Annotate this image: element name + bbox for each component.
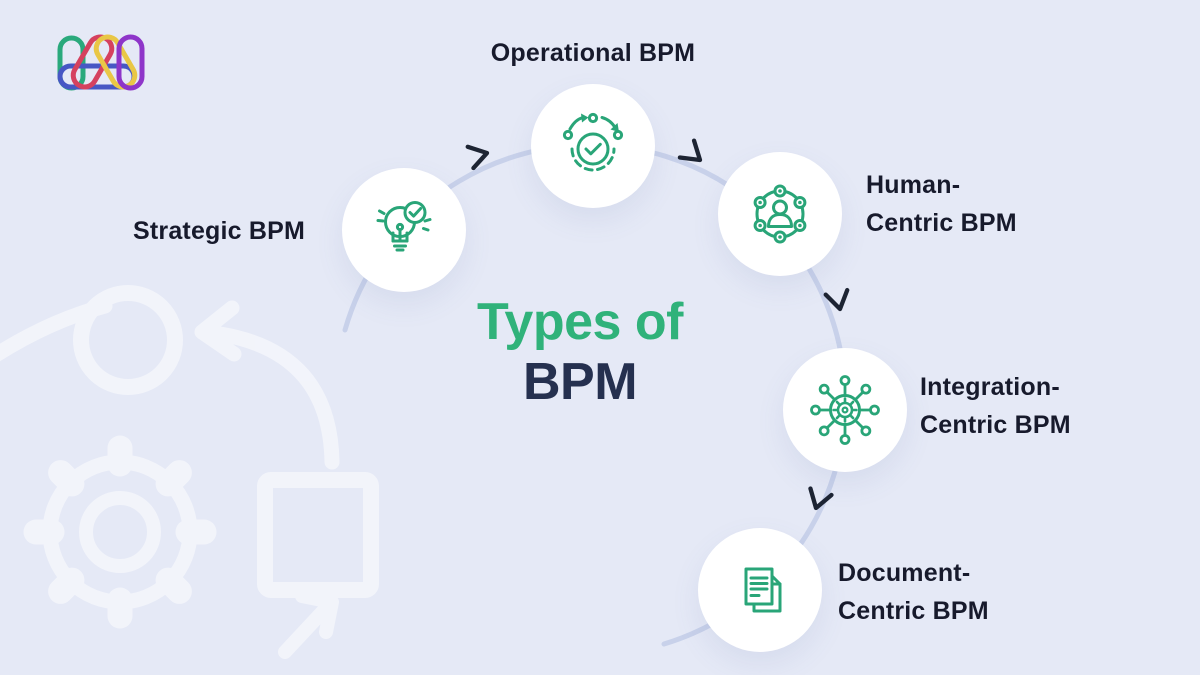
arrow-chevron-integration-document [808, 486, 834, 511]
node-label-line: Document- [838, 559, 971, 587]
infographic-title: Types of BPM [380, 292, 780, 412]
node-label-human-centric: Human- Centric BPM [866, 166, 1017, 242]
node-label-line: Centric BPM [920, 411, 1071, 439]
gear-hub-icon [810, 375, 880, 445]
node-document-centric-bpm [698, 528, 822, 652]
gear-check-icon [562, 112, 624, 172]
brand-logo [57, 34, 145, 91]
watermark-square [257, 472, 379, 598]
person-network-icon [753, 184, 807, 244]
node-label-line: Integration- [920, 373, 1060, 401]
node-label-line: Centric BPM [838, 597, 989, 625]
node-label-line: Operational BPM [490, 39, 696, 67]
node-label-line: Human- [866, 171, 961, 199]
lightbulb-check-icon [376, 201, 432, 252]
watermark-gear-icon [23, 435, 217, 629]
node-label-line: Strategic BPM [133, 217, 306, 245]
watermark-arrow-icon [278, 589, 339, 659]
watermark-curved-arrow-icon [0, 298, 340, 470]
node-label-line: Centric BPM [866, 209, 1017, 237]
title-line-2: BPM [522, 353, 638, 411]
arrow-chevron-operational-human [677, 138, 703, 163]
node-label-integration-centric: Integration- Centric BPM [920, 368, 1071, 444]
node-human-centric-bpm [718, 152, 842, 276]
watermark-ring [73, 285, 183, 395]
arrow-chevron-strategic-operational [465, 144, 490, 171]
arrow-chevron-human-integration [823, 287, 850, 312]
node-label-strategic: Strategic BPM [133, 212, 305, 250]
node-strategic-bpm [342, 168, 466, 292]
title-line-1: Types of [477, 293, 683, 351]
node-label-operational: Operational BPM [443, 34, 743, 72]
node-integration-centric-bpm [783, 348, 907, 472]
node-operational-bpm [531, 84, 655, 208]
node-label-document-centric: Document- Centric BPM [838, 554, 989, 630]
documents-icon [744, 567, 782, 613]
watermark-group [0, 285, 379, 659]
